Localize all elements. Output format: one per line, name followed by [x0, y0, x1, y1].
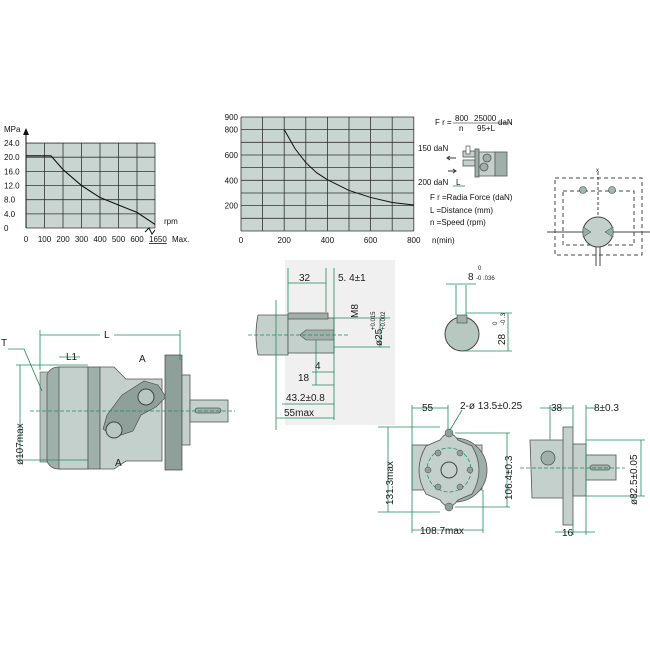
x-axis-label: n(min): [432, 236, 455, 245]
y-tick-label: 12.0: [4, 182, 20, 191]
motor-side-view: L L1 T A A ø107max: [1, 328, 235, 471]
pcd-label: 106.4±0.3: [504, 455, 515, 500]
key-section: 8 0 -0 .036 28 0 -0 .3: [444, 266, 512, 352]
y-tick-label: 16.0: [4, 167, 20, 176]
legend-speed: n =Speed (rpm): [430, 218, 486, 227]
dim-8: 8±0.3: [594, 403, 619, 414]
x-tick-label: 200: [278, 236, 292, 245]
x-tick-label: 200: [56, 235, 70, 244]
check-valve-icon: [608, 186, 616, 194]
distance-label: L: [456, 178, 461, 187]
x-tick-label: 0: [24, 235, 29, 244]
force-chart: 900 800 600 400 200 0 200 400 600 800 n(min): [225, 113, 455, 245]
x-max-suffix: Max.: [172, 235, 189, 244]
formula-den1: n: [459, 124, 463, 133]
holes-label: 2-ø 13.5±0.25: [460, 401, 523, 412]
y-tick-label: 24.0: [4, 139, 20, 148]
thread-label: M8: [350, 304, 361, 318]
key-width: 8: [468, 272, 474, 283]
y-tick-label: 20.0: [4, 153, 20, 162]
key-height-tol-up: 0: [493, 321, 499, 325]
dim-16: 16: [562, 528, 574, 539]
formula-lhs: F r =: [435, 118, 452, 127]
y-tick-label: 200: [225, 202, 239, 211]
dim-5-4: 5. 4±1: [338, 273, 366, 284]
y-tick-label: 400: [225, 176, 239, 185]
tolerance-upper: +0.015: [371, 311, 377, 330]
mounting-flange: [164, 354, 183, 471]
dim-55max: 55max: [284, 408, 314, 419]
axis-break-icon: [144, 227, 156, 235]
end-view: 38 8±0.3 ø82.5±0.05 16: [520, 403, 645, 539]
shaft-diameter: ø25: [374, 328, 385, 346]
key-width-tol-down: -0 .036: [476, 276, 495, 282]
y-tick-label: 600: [225, 151, 239, 160]
dim-4: 4: [315, 361, 321, 372]
height-label: 131.3max: [385, 461, 396, 505]
key-height-tol-down: -0 .3: [501, 312, 507, 325]
pressure-curve: [26, 155, 156, 225]
x-tick-label: 600: [130, 235, 144, 244]
diameter-label: ø107max: [15, 423, 26, 465]
radial-force-formula: F r = 800 n 25000 95+L daN 150 daN 200 d…: [418, 114, 513, 227]
front-view: 55 2-ø 13.5±0.25 131.3max 106.4±0.3 108.…: [378, 401, 523, 537]
dim-43-2: 43.2±0.8: [286, 393, 325, 404]
formula-den2: 95+L: [477, 124, 496, 133]
x-max-value: 1650: [149, 235, 167, 244]
length-label: L: [104, 330, 110, 341]
l1-label: L1: [66, 352, 78, 363]
port-a-top-label: A: [139, 354, 146, 365]
check-valve-icon: [579, 186, 587, 194]
force-top-label: 150 daN: [418, 144, 448, 153]
y-axis-label: MPa: [4, 125, 21, 134]
dim-38: 38: [551, 403, 563, 414]
force-curve: [283, 129, 414, 206]
force-chart-grid: [240, 116, 415, 232]
legend-radial-force: F r =Radia Force (daN): [430, 193, 513, 202]
dim-55: 55: [422, 403, 434, 414]
shaft-detail: 32 5. 4±1 M8 ø25 +0.015 +0.002 4 18 43.2…: [248, 260, 395, 430]
y-axis-arrow: [23, 128, 29, 135]
motor-thumbnail-icon: [446, 145, 508, 187]
y-tick-label: 8.0: [4, 196, 16, 205]
x-tick-label: 300: [75, 235, 89, 244]
formula-num1: 800: [455, 114, 469, 123]
port-a-bottom-icon: [105, 421, 123, 439]
hydraulic-schematic: x: [547, 168, 650, 266]
port-a-top-icon: [137, 388, 155, 406]
force-bottom-label: 200 daN: [418, 178, 448, 187]
width-label: 108.7max: [420, 526, 464, 537]
x-tick-label: 100: [38, 235, 52, 244]
pressure-chart-grid: [26, 142, 156, 229]
formula-num2: 25000: [474, 114, 497, 123]
x-tick-label: 500: [112, 235, 126, 244]
inner-boundary: [562, 190, 635, 246]
tolerance-lower: +0.002: [381, 311, 387, 330]
y-tick-label: 900: [225, 113, 239, 122]
port-a-bottom-label: A: [115, 458, 122, 469]
legend-distance: L =Distance (mm): [430, 206, 493, 215]
port-label: x: [596, 168, 599, 174]
t-label: T: [1, 338, 7, 349]
y-tick-label: 800: [225, 126, 239, 135]
end-flange: [562, 426, 574, 526]
key-height: 28: [497, 333, 508, 345]
y-tick-label: 0: [4, 224, 9, 233]
dim-18: 18: [298, 373, 310, 384]
x-tick-label: 0: [239, 236, 244, 245]
formula-unit: daN: [498, 118, 513, 127]
x-tick-label: 400: [321, 236, 335, 245]
y-tick-label: 4.0: [4, 210, 16, 219]
key-width-tol-up: 0: [478, 266, 482, 272]
x-axis-label: rpm: [164, 217, 178, 226]
x-tick-label: 600: [364, 236, 378, 245]
pilot-diameter: ø82.5±0.05: [629, 454, 640, 505]
dim-32: 32: [299, 273, 311, 284]
x-tick-label: 400: [93, 235, 107, 244]
pressure-chart: MPa 24.0 20.0 16.0 12.0 8.0 4.0 0 0 100 200 300 400…: [4, 125, 189, 244]
x-tick-label: 800: [407, 236, 421, 245]
